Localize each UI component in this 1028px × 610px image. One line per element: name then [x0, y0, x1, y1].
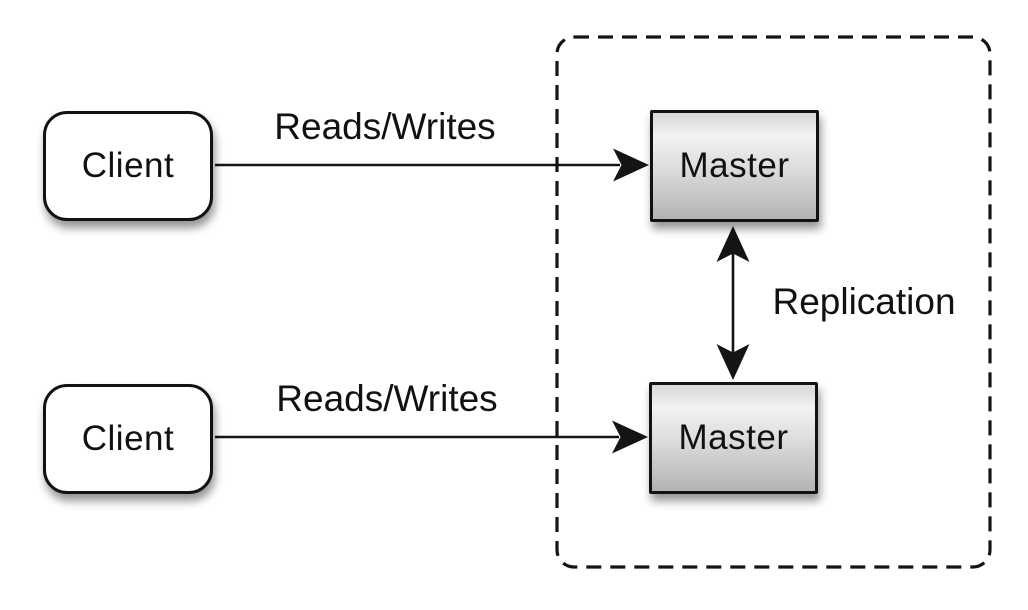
replication-arrow	[716, 226, 750, 380]
reads-writes-arrow-bottom	[215, 420, 648, 454]
edge-label-replication: Replication	[772, 281, 956, 322]
reads-writes-arrow-top	[215, 148, 649, 182]
node-master-top-label: Master	[679, 146, 790, 185]
node-master-bottom-label: Master	[678, 418, 789, 457]
node-client-top: Client	[43, 111, 213, 221]
node-master-top: Master	[650, 110, 819, 222]
replication-group-dashed-border	[555, 35, 992, 569]
node-client-bottom-label: Client	[81, 419, 175, 458]
edge-label-reads-writes-bottom: Reads/Writes	[276, 378, 498, 419]
node-master-bottom: Master	[649, 382, 818, 494]
node-client-top-label: Client	[81, 146, 175, 185]
edge-label-reads-writes-top: Reads/Writes	[274, 106, 496, 147]
node-client-bottom: Client	[43, 384, 213, 494]
